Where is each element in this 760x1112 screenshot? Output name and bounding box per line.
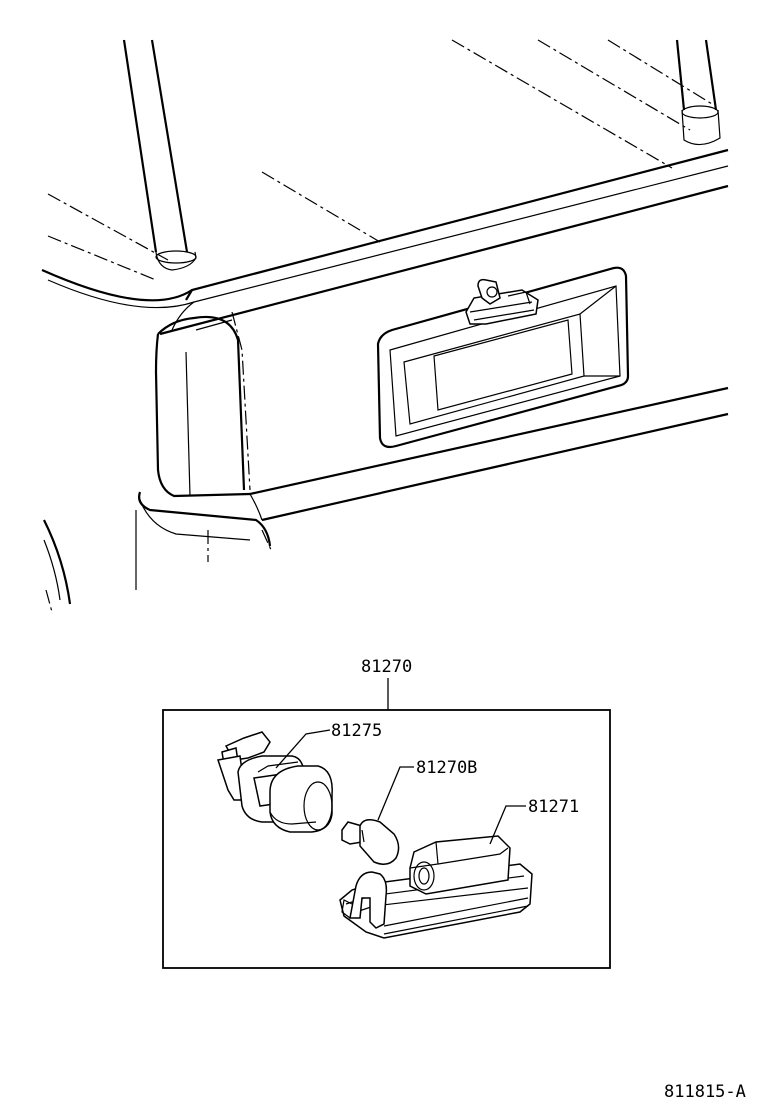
bulb-part — [341, 819, 400, 865]
figure-code: 811815-A — [664, 1082, 746, 1102]
callout-socket-label: 81275 — [331, 721, 382, 741]
vehicle-rear-view — [41, 39, 729, 613]
lens-housing-part — [339, 835, 533, 939]
callout-bulb-label: 81270B — [416, 758, 477, 778]
callout-assembly-label: 81270 — [361, 657, 412, 677]
callout-lens-housing-label: 81271 — [528, 797, 579, 817]
leader-lines — [275, 678, 526, 845]
socket-part — [217, 731, 333, 833]
assembly-box — [162, 709, 611, 969]
